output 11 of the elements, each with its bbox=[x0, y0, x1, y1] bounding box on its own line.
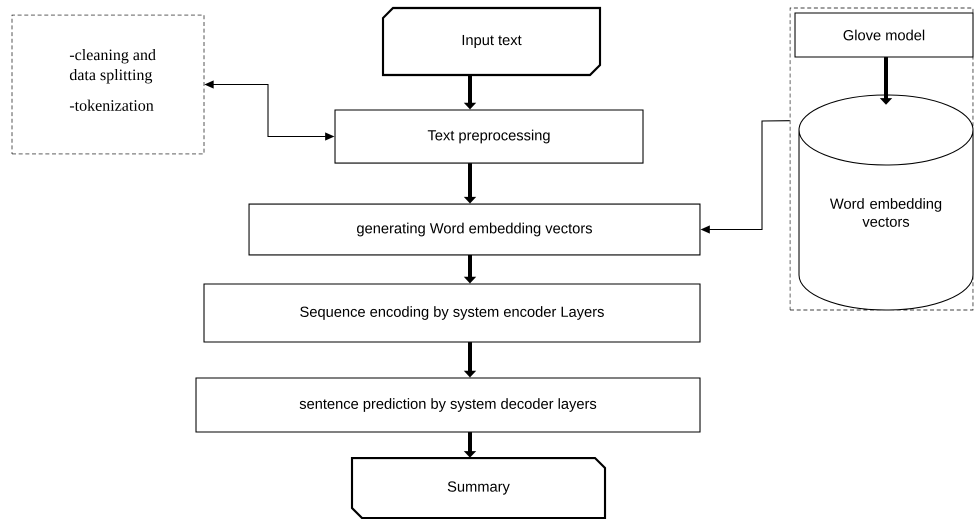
process-box: generating Word embedding vectors bbox=[248, 204, 700, 256]
process-box: sentence prediction by system decoder layers bbox=[195, 377, 701, 433]
terminal-box: Input text bbox=[382, 6, 602, 76]
terminal-box: Summary bbox=[350, 456, 606, 519]
process-box: Text preprocessing bbox=[334, 109, 644, 164]
database-cylinder: Word embedding vectors bbox=[798, 94, 974, 311]
node-label: Word embedding vectors bbox=[830, 198, 942, 227]
process-box: Sequence encoding by system encoder Layers bbox=[203, 283, 701, 343]
group-frame bbox=[790, 8, 974, 310]
process-box: Glove model bbox=[794, 12, 974, 58]
note-box: -cleaning and data splitting -tokenization bbox=[12, 14, 204, 154]
